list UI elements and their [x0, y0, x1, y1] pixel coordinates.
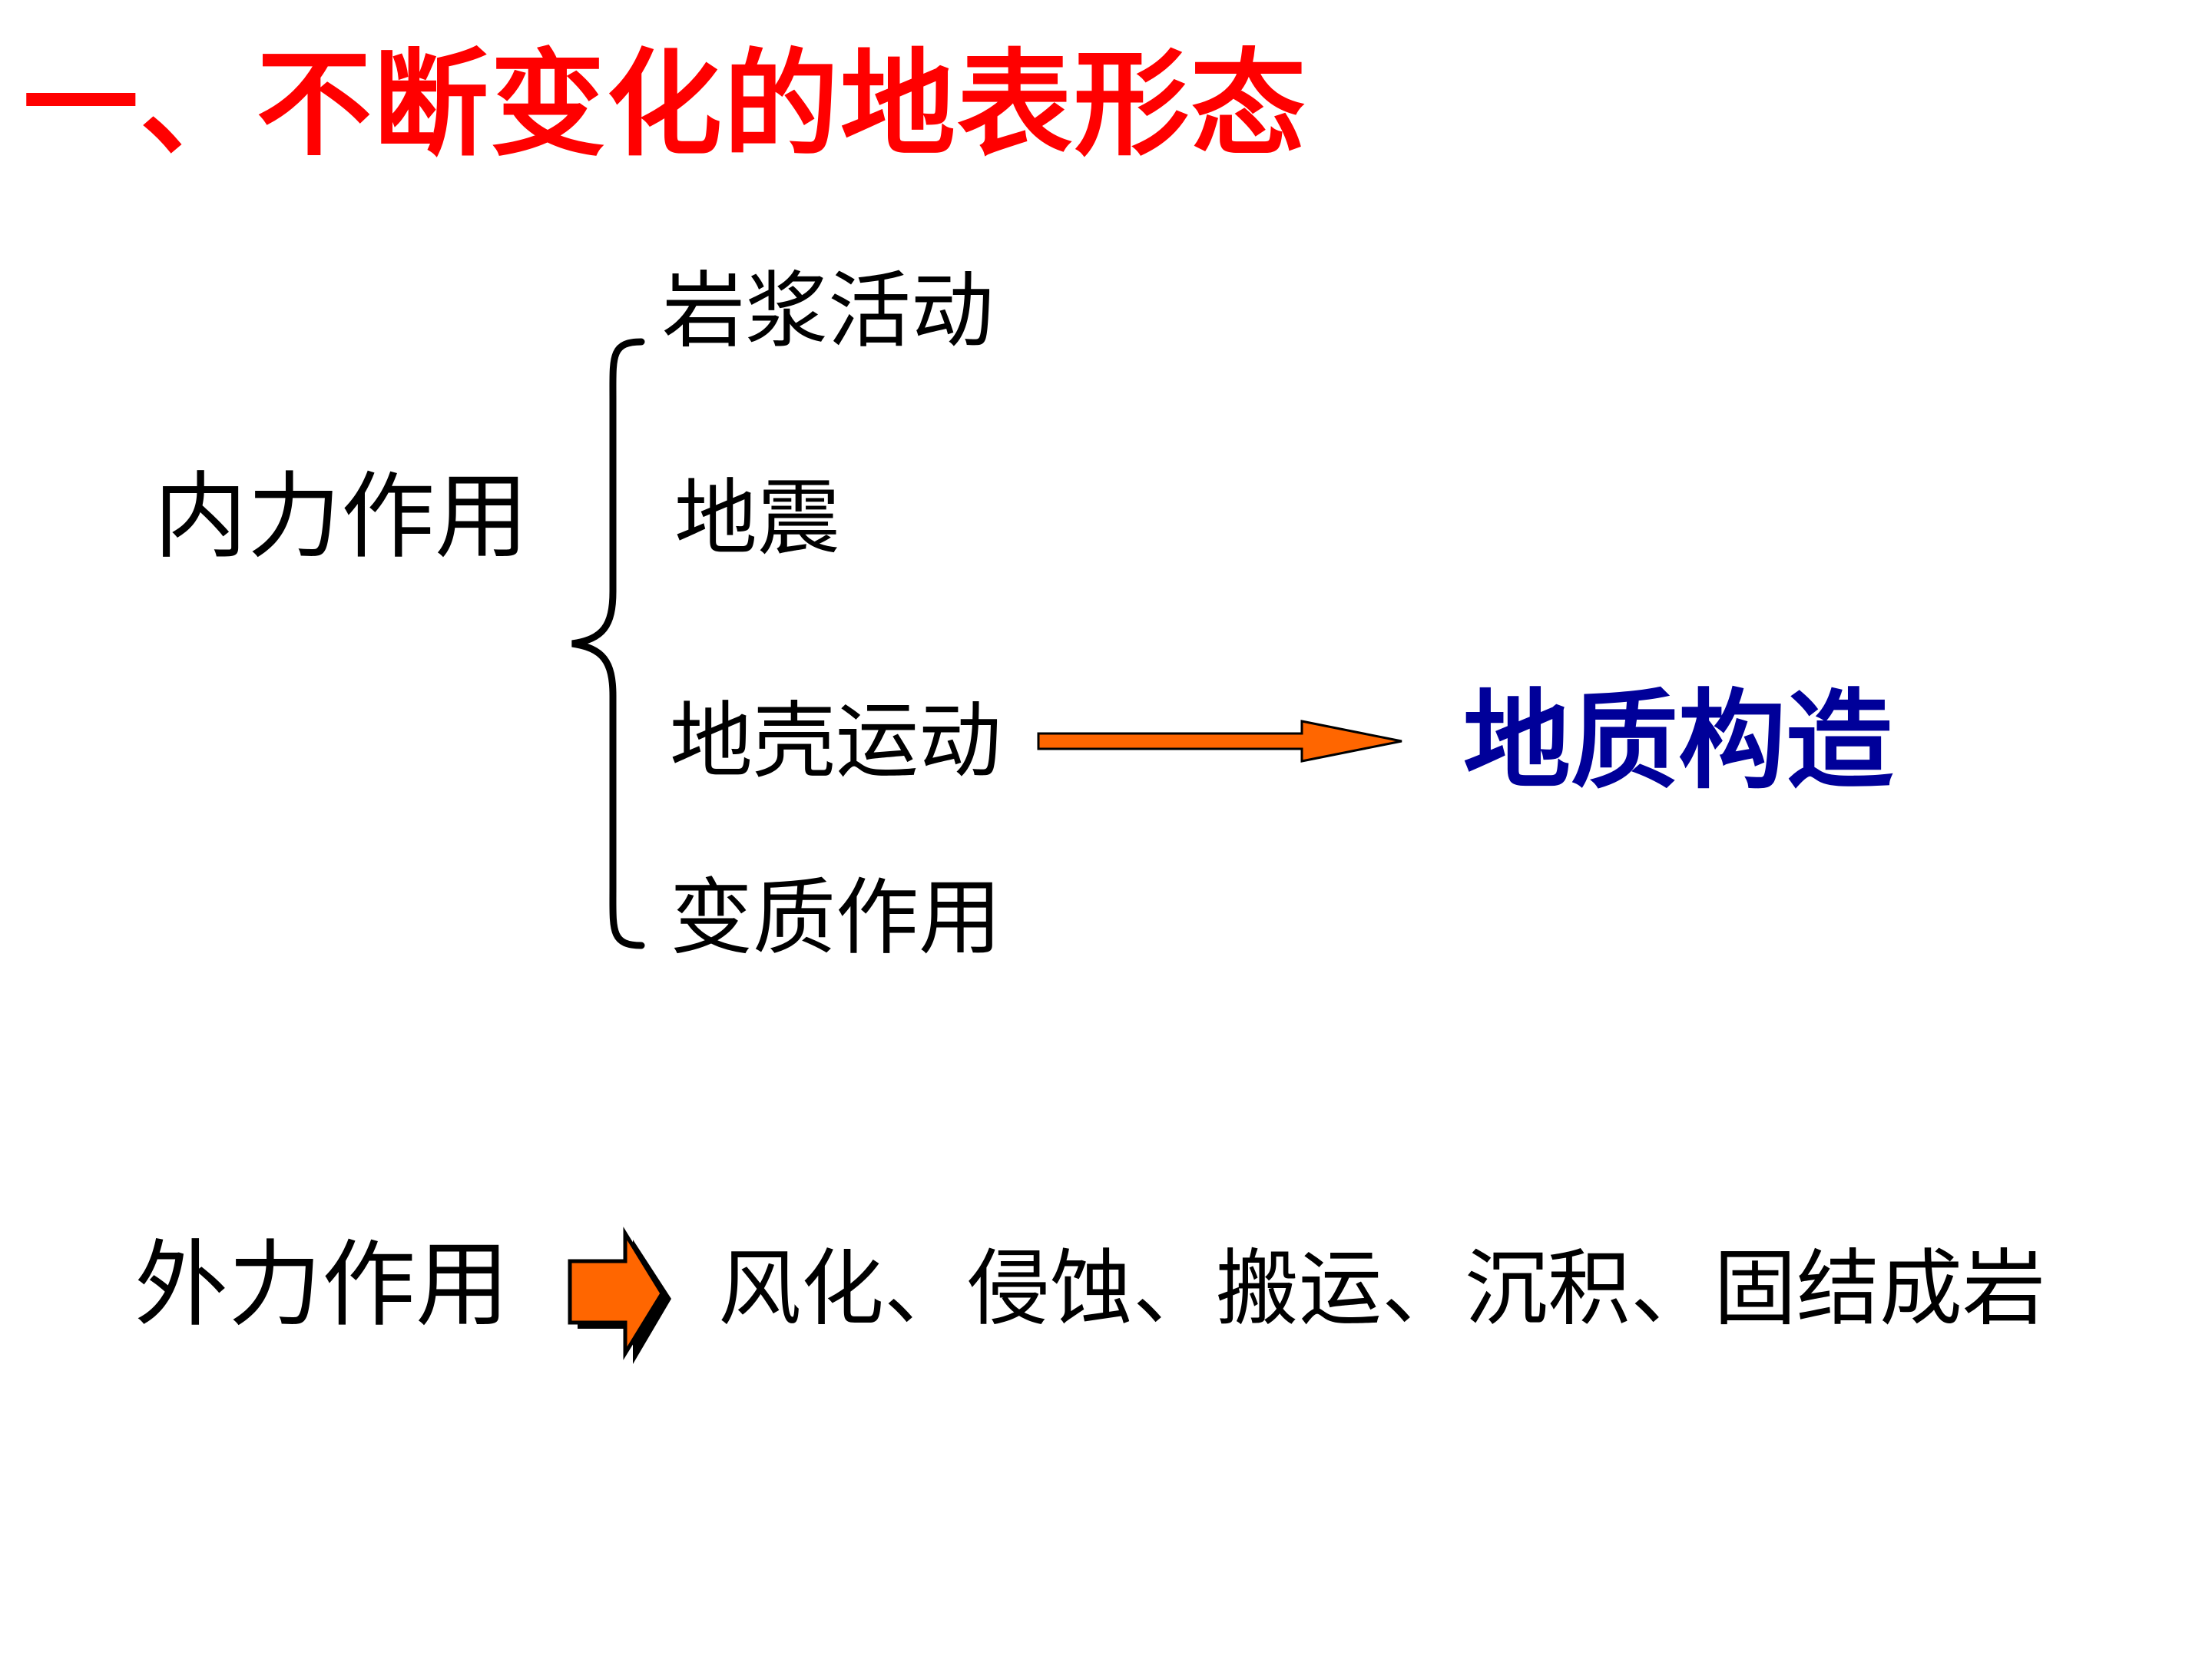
metamorphism-label: 变质作用	[670, 870, 1002, 966]
block-right-arrow-icon	[568, 1227, 671, 1364]
magma-activity-label: 岩浆活动	[662, 263, 995, 359]
external-processes-text: 风化、侵蚀、搬运、沉积、固结成岩	[718, 1241, 2046, 1337]
slide-title: 一、不断变化的地表形态	[23, 38, 1308, 172]
internal-force-label: 内力作用	[154, 462, 528, 571]
earthquake-label: 地震	[674, 471, 841, 567]
crustal-movement-label: 地壳运动	[670, 694, 1002, 790]
curly-brace	[571, 338, 645, 949]
external-force-label: 外力作用	[134, 1230, 509, 1339]
geologic-structure-label: 地质构造	[1463, 678, 1894, 804]
long-right-arrow-icon	[1037, 720, 1402, 763]
